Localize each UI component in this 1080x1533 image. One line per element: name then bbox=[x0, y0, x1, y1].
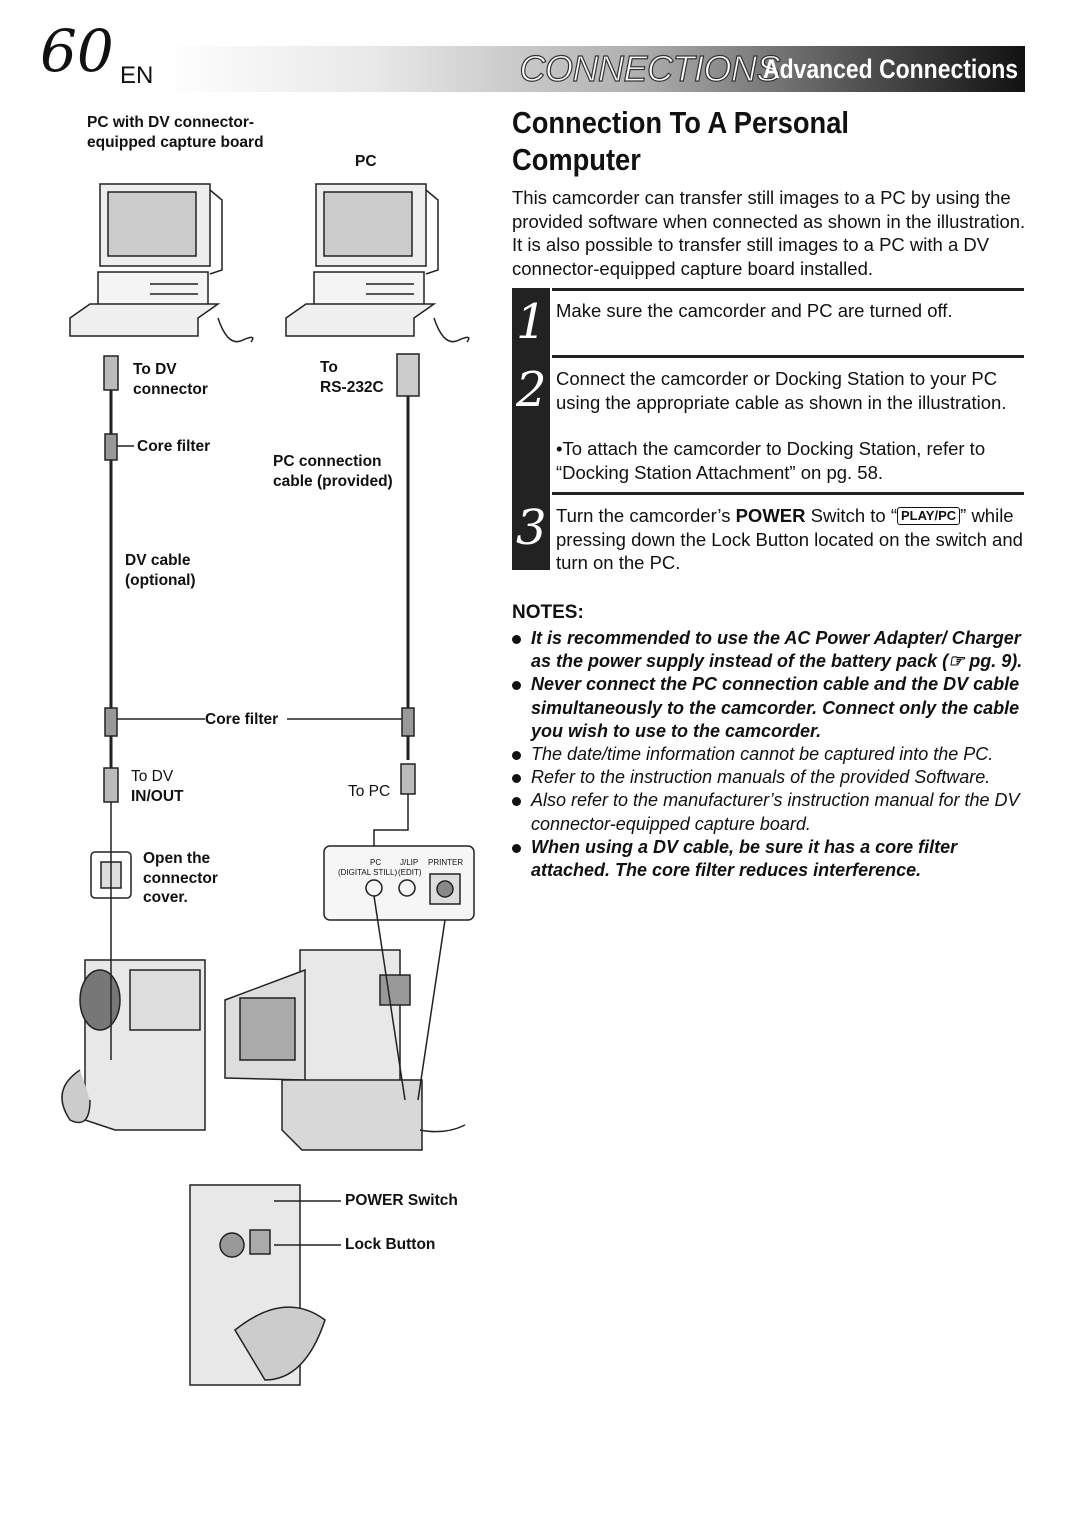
label-in-out: IN/OUT bbox=[131, 788, 184, 805]
panel-label-edit: (EDIT) bbox=[398, 868, 422, 877]
label-lock-button: Lock Button bbox=[345, 1236, 436, 1253]
step-2-text: Connect the camcorder or Docking Station… bbox=[556, 368, 1007, 413]
step-3-text-c: ” while pressing down the Lock Button lo… bbox=[556, 505, 1023, 573]
step-1-number: 1 bbox=[516, 294, 547, 350]
play-pc-badge: PLAY/PC bbox=[896, 507, 961, 525]
pc-connection-cable bbox=[373, 353, 420, 870]
notes-list: It is recommended to use the AC Power Ad… bbox=[512, 627, 1027, 882]
label-to: To bbox=[320, 359, 338, 376]
step-3-text-a: Turn the camcorder’s bbox=[556, 505, 736, 526]
page-language: EN bbox=[120, 62, 154, 89]
panel-label-pc: PC bbox=[370, 858, 382, 867]
connection-diagram bbox=[61, 183, 475, 1386]
step-3-text: Turn the camcorder’s POWER Switch to “PL… bbox=[556, 504, 1026, 575]
label-open-cover: Open the connector cover. bbox=[143, 850, 218, 906]
note-item: It is recommended to use the AC Power Ad… bbox=[512, 627, 1027, 673]
notes-heading: NOTES: bbox=[512, 602, 584, 623]
label-pc-with-dv: PC with DV connector-equipped capture bo… bbox=[87, 114, 264, 151]
step-3-number: 3 bbox=[516, 500, 547, 556]
step-3-text-b: Switch to “ bbox=[805, 505, 897, 526]
note-text: Refer to the instruction manuals of the … bbox=[531, 767, 991, 788]
label-core-filter-2: Core filter bbox=[205, 711, 279, 728]
main-heading: Connection To A Personal Computer bbox=[512, 105, 849, 177]
label-core-filter-1: Core filter bbox=[137, 438, 211, 455]
section-title: CONNECTIONS bbox=[519, 47, 781, 89]
section-subtitle: Advanced Connections bbox=[762, 54, 1018, 84]
camcorder-power-switch-illustration bbox=[189, 1184, 341, 1386]
camcorder-illustration bbox=[61, 840, 206, 1131]
note-text: When using a DV cable, be sure it has a … bbox=[531, 836, 958, 881]
label-pc: PC bbox=[355, 153, 377, 170]
pc-illustration bbox=[285, 183, 470, 343]
header-bar bbox=[160, 46, 1025, 92]
step-1-text: Make sure the camcorder and PC are turne… bbox=[556, 300, 953, 321]
note-text: The date/time information cannot be capt… bbox=[531, 744, 994, 765]
pc-capture-board-illustration bbox=[69, 183, 254, 343]
label-to-pc: To PC bbox=[348, 783, 391, 800]
note-item: Refer to the instruction manuals of the … bbox=[512, 766, 1027, 789]
note-text: Never connect the PC connection cable an… bbox=[531, 674, 1020, 741]
note-item: Never connect the PC connection cable an… bbox=[512, 673, 1027, 743]
step-2-rule bbox=[552, 355, 1024, 358]
step-2-number: 2 bbox=[516, 362, 547, 418]
dv-cable bbox=[103, 355, 403, 840]
step-3-rule bbox=[552, 492, 1024, 495]
intro-paragraph: This camcorder can transfer still images… bbox=[512, 187, 1026, 279]
panel-label-printer: PRINTER bbox=[428, 858, 464, 867]
docking-station-illustration bbox=[224, 895, 466, 1151]
note-item: When using a DV cable, be sure it has a … bbox=[512, 836, 1027, 882]
label-to-dv-connector: To DV connector bbox=[133, 361, 208, 398]
label-dv-cable: DV cable (optional) bbox=[125, 552, 196, 589]
note-item: Also refer to the manufacturer’s instruc… bbox=[512, 789, 1027, 835]
note-text: It is recommended to use the AC Power Ad… bbox=[531, 628, 1023, 672]
panel-label-jlip: J/LIP bbox=[400, 858, 419, 867]
step-2-subtext: •To attach the camcorder to Docking Stat… bbox=[556, 438, 986, 483]
step-3-power-word: POWER bbox=[735, 505, 806, 526]
note-text: Also refer to the manufacturer’s instruc… bbox=[531, 790, 1020, 834]
page-number: 60 bbox=[40, 17, 114, 85]
step-number-column: 1 2 3 bbox=[512, 288, 550, 570]
label-rs232c: RS-232C bbox=[320, 379, 384, 396]
step-1-rule bbox=[552, 288, 1024, 291]
label-pc-connection-cable: PC connection cable (provided) bbox=[273, 453, 393, 490]
panel-label-digital-still: (DIGITAL STILL) bbox=[338, 868, 398, 877]
note-item: The date/time information cannot be capt… bbox=[512, 743, 1027, 766]
label-power-switch: POWER Switch bbox=[345, 1192, 458, 1209]
label-to-dv: To DV bbox=[131, 768, 174, 785]
